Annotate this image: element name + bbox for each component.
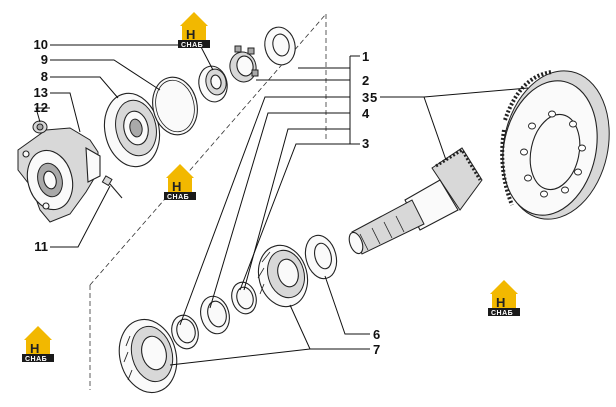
svg-text:CHAБ: CHAБ <box>25 356 47 363</box>
bearing <box>198 65 228 103</box>
svg-text:H: H <box>172 179 181 194</box>
leader-lines <box>35 44 529 366</box>
watermark-logo-middle: H CHAБ <box>164 164 196 201</box>
label-11: 11 <box>34 239 48 254</box>
label-3-a: 3 <box>362 90 369 105</box>
label-8: 8 <box>41 69 48 84</box>
svg-text:CHAБ: CHAБ <box>167 194 189 201</box>
label-9: 9 <box>41 52 48 67</box>
washer <box>264 26 296 66</box>
svg-text:CHAБ: CHAБ <box>491 310 513 317</box>
watermark-logo-right: H CHAБ <box>488 280 520 317</box>
watermark-logo-left: H CHAБ <box>22 326 54 363</box>
shim-ring-lower <box>171 314 199 350</box>
watermark-logo-top: H CHAБ <box>178 12 210 49</box>
label-4: 4 <box>362 106 370 121</box>
flange-yoke <box>17 127 101 223</box>
o-ring <box>152 76 198 136</box>
castle-nut <box>229 45 259 83</box>
label-6: 6 <box>373 327 380 342</box>
label-1: 1 <box>362 49 369 64</box>
label-10: 10 <box>34 37 48 52</box>
bolt <box>101 175 123 199</box>
label-7: 7 <box>373 342 380 357</box>
label-5: 5 <box>370 90 377 105</box>
svg-text:H: H <box>496 295 505 310</box>
svg-text:H: H <box>30 341 39 356</box>
spacer <box>200 295 230 335</box>
label-3-b: 3 <box>362 136 369 151</box>
label-12: 12 <box>34 100 48 115</box>
spacer-ring <box>304 234 338 280</box>
tapered-bearing-upper <box>257 244 309 308</box>
seal-ring <box>103 92 161 168</box>
svg-text:CHAБ: CHAБ <box>181 42 203 49</box>
shim-ring-upper <box>231 281 257 315</box>
label-13: 13 <box>34 85 48 100</box>
nut <box>32 120 48 134</box>
svg-text:H: H <box>186 27 195 42</box>
ring-gear <box>500 70 610 220</box>
part-labels: 10 9 8 13 12 11 1 2 3 4 3 5 6 7 <box>34 37 381 357</box>
pinion-shaft <box>348 147 483 255</box>
tapered-bearing-lower <box>118 318 178 394</box>
label-2: 2 <box>362 73 369 88</box>
